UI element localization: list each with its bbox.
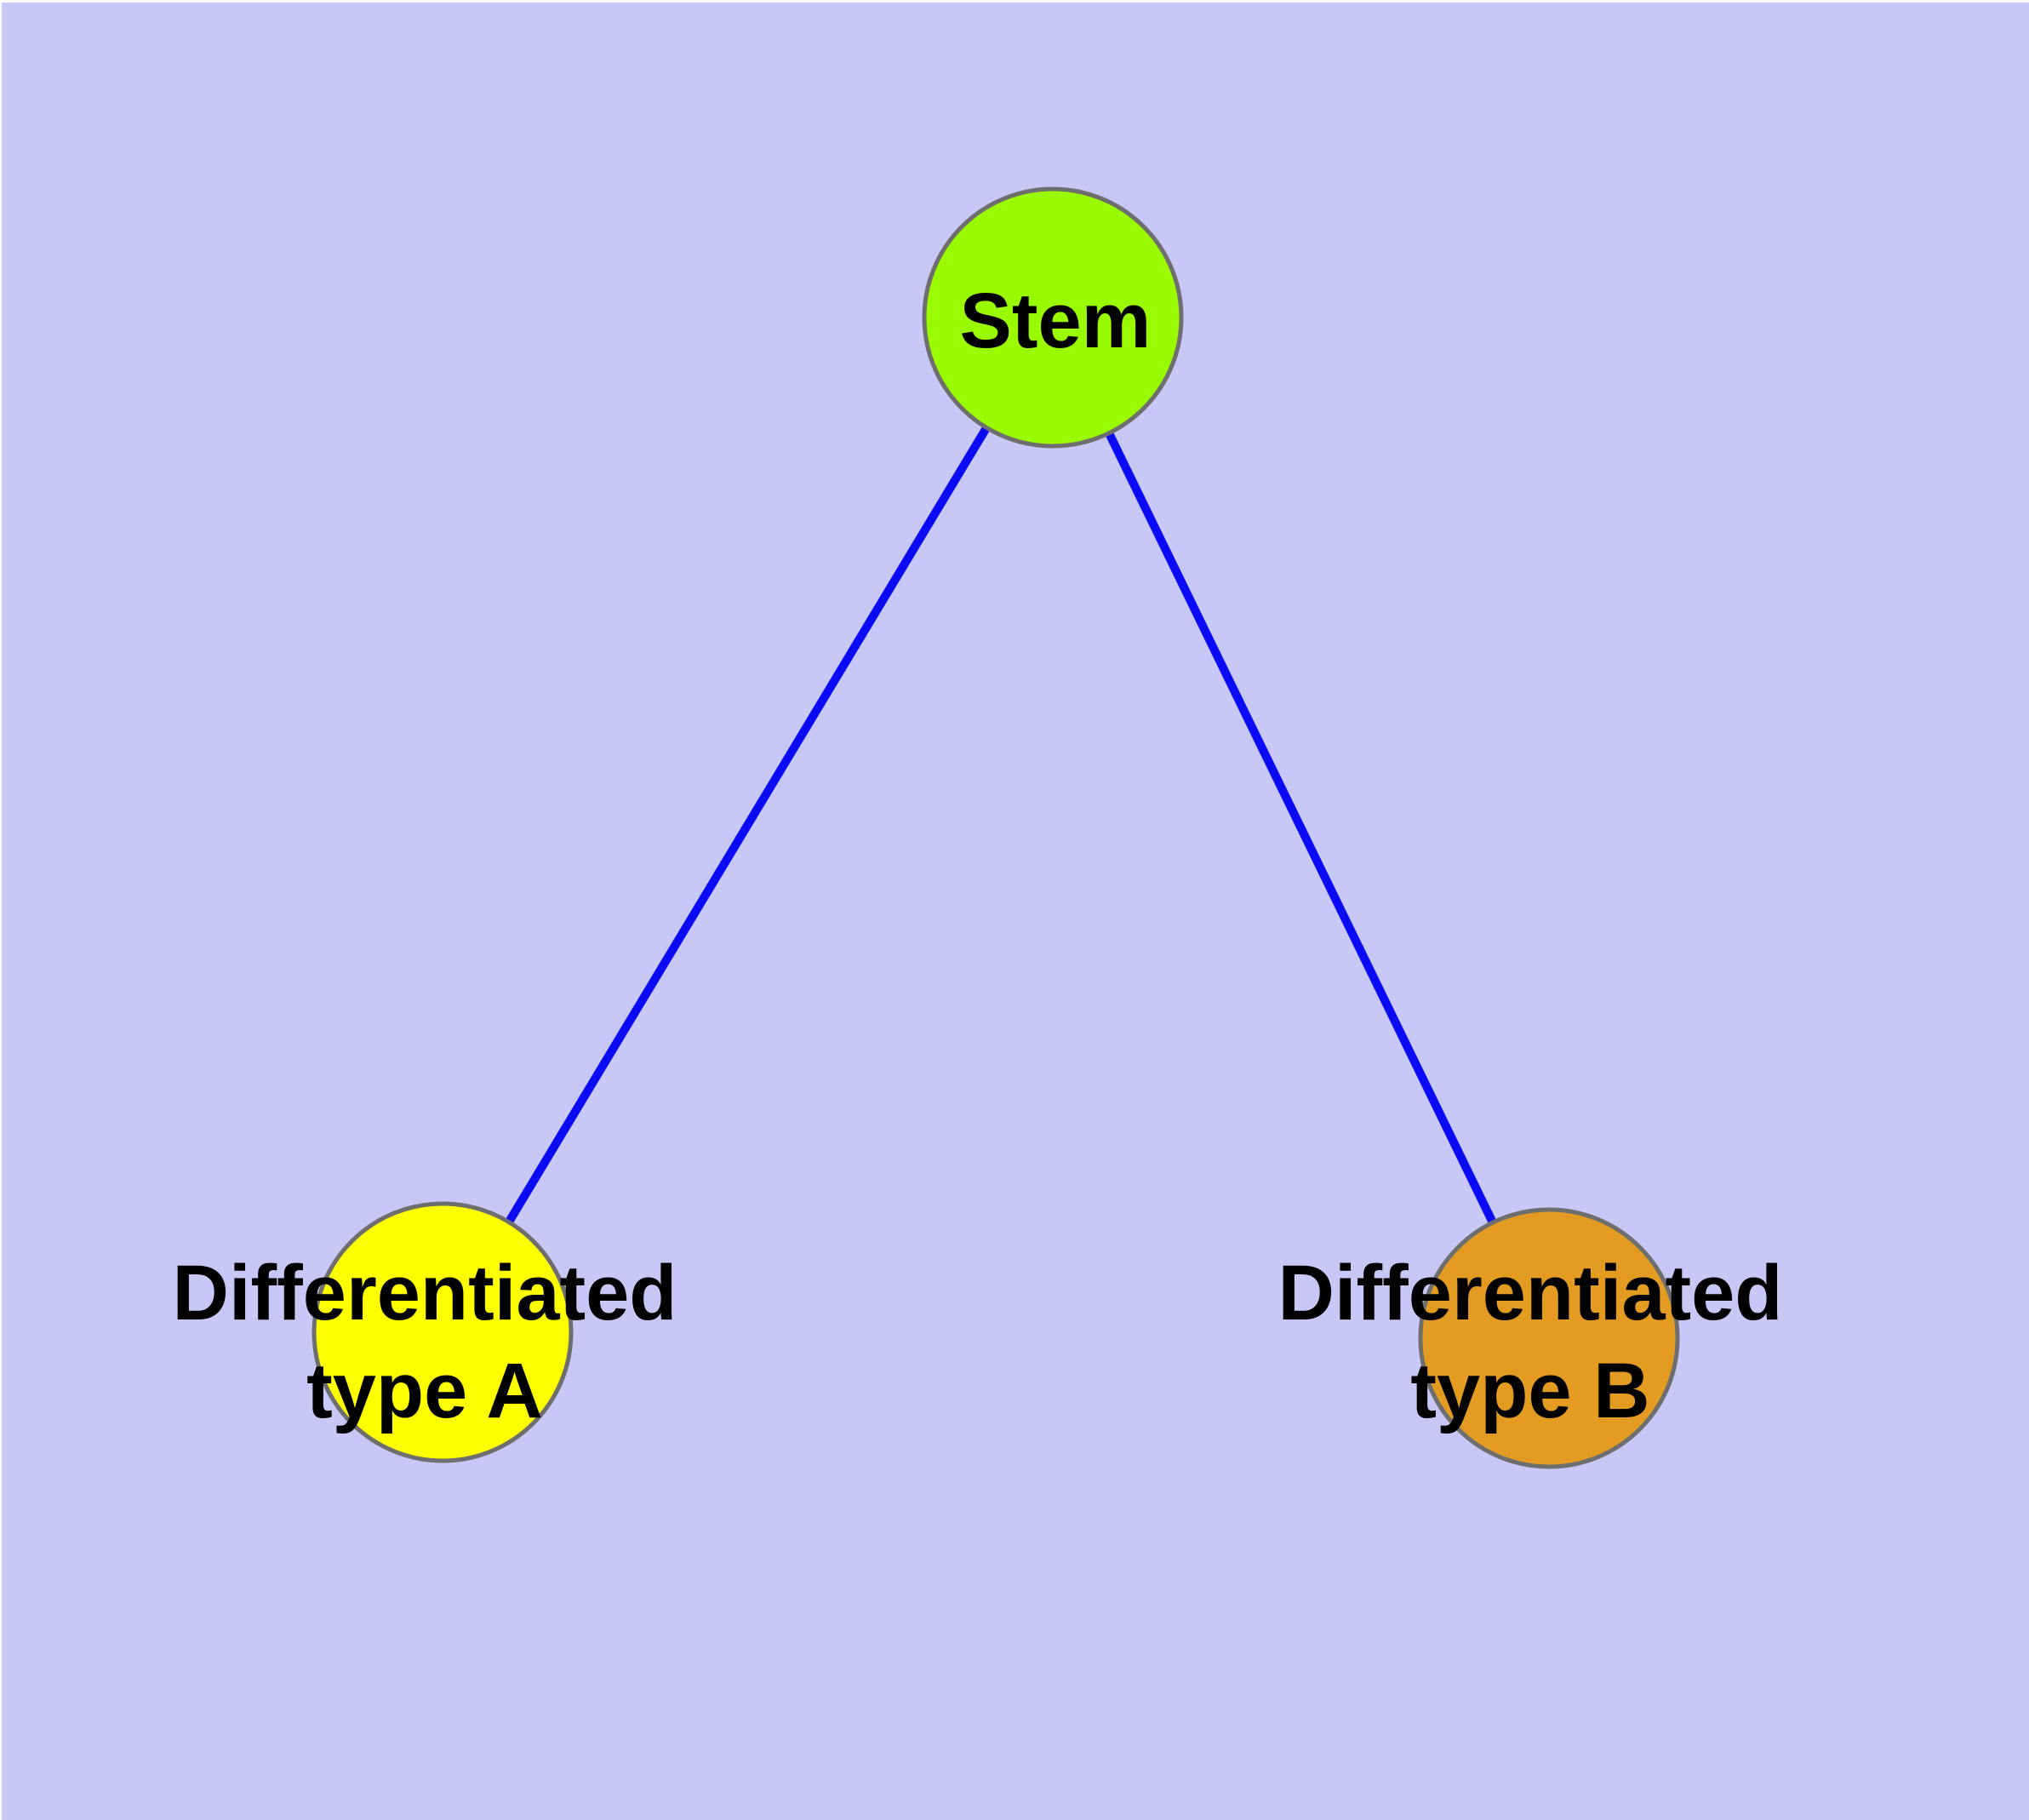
node-differentiated-type-b-label-line-1: Differentiated — [1278, 1250, 1783, 1336]
edge-stem-to-differentiated-type-a — [438, 315, 1057, 1335]
node-stem-label: Stem — [960, 278, 1152, 364]
node-differentiated-type-a-label-line-2: type A — [306, 1348, 543, 1434]
node-stem — [922, 186, 1184, 449]
node-differentiated-type-a — [311, 1201, 574, 1463]
node-differentiated-type-b-label-line-2: type B — [1410, 1348, 1649, 1434]
node-differentiated-type-b — [1418, 1207, 1680, 1469]
node-differentiated-type-a-label-line-1: Differentiated — [173, 1250, 677, 1336]
edge-stem-to-differentiated-type-b — [1049, 315, 1553, 1341]
